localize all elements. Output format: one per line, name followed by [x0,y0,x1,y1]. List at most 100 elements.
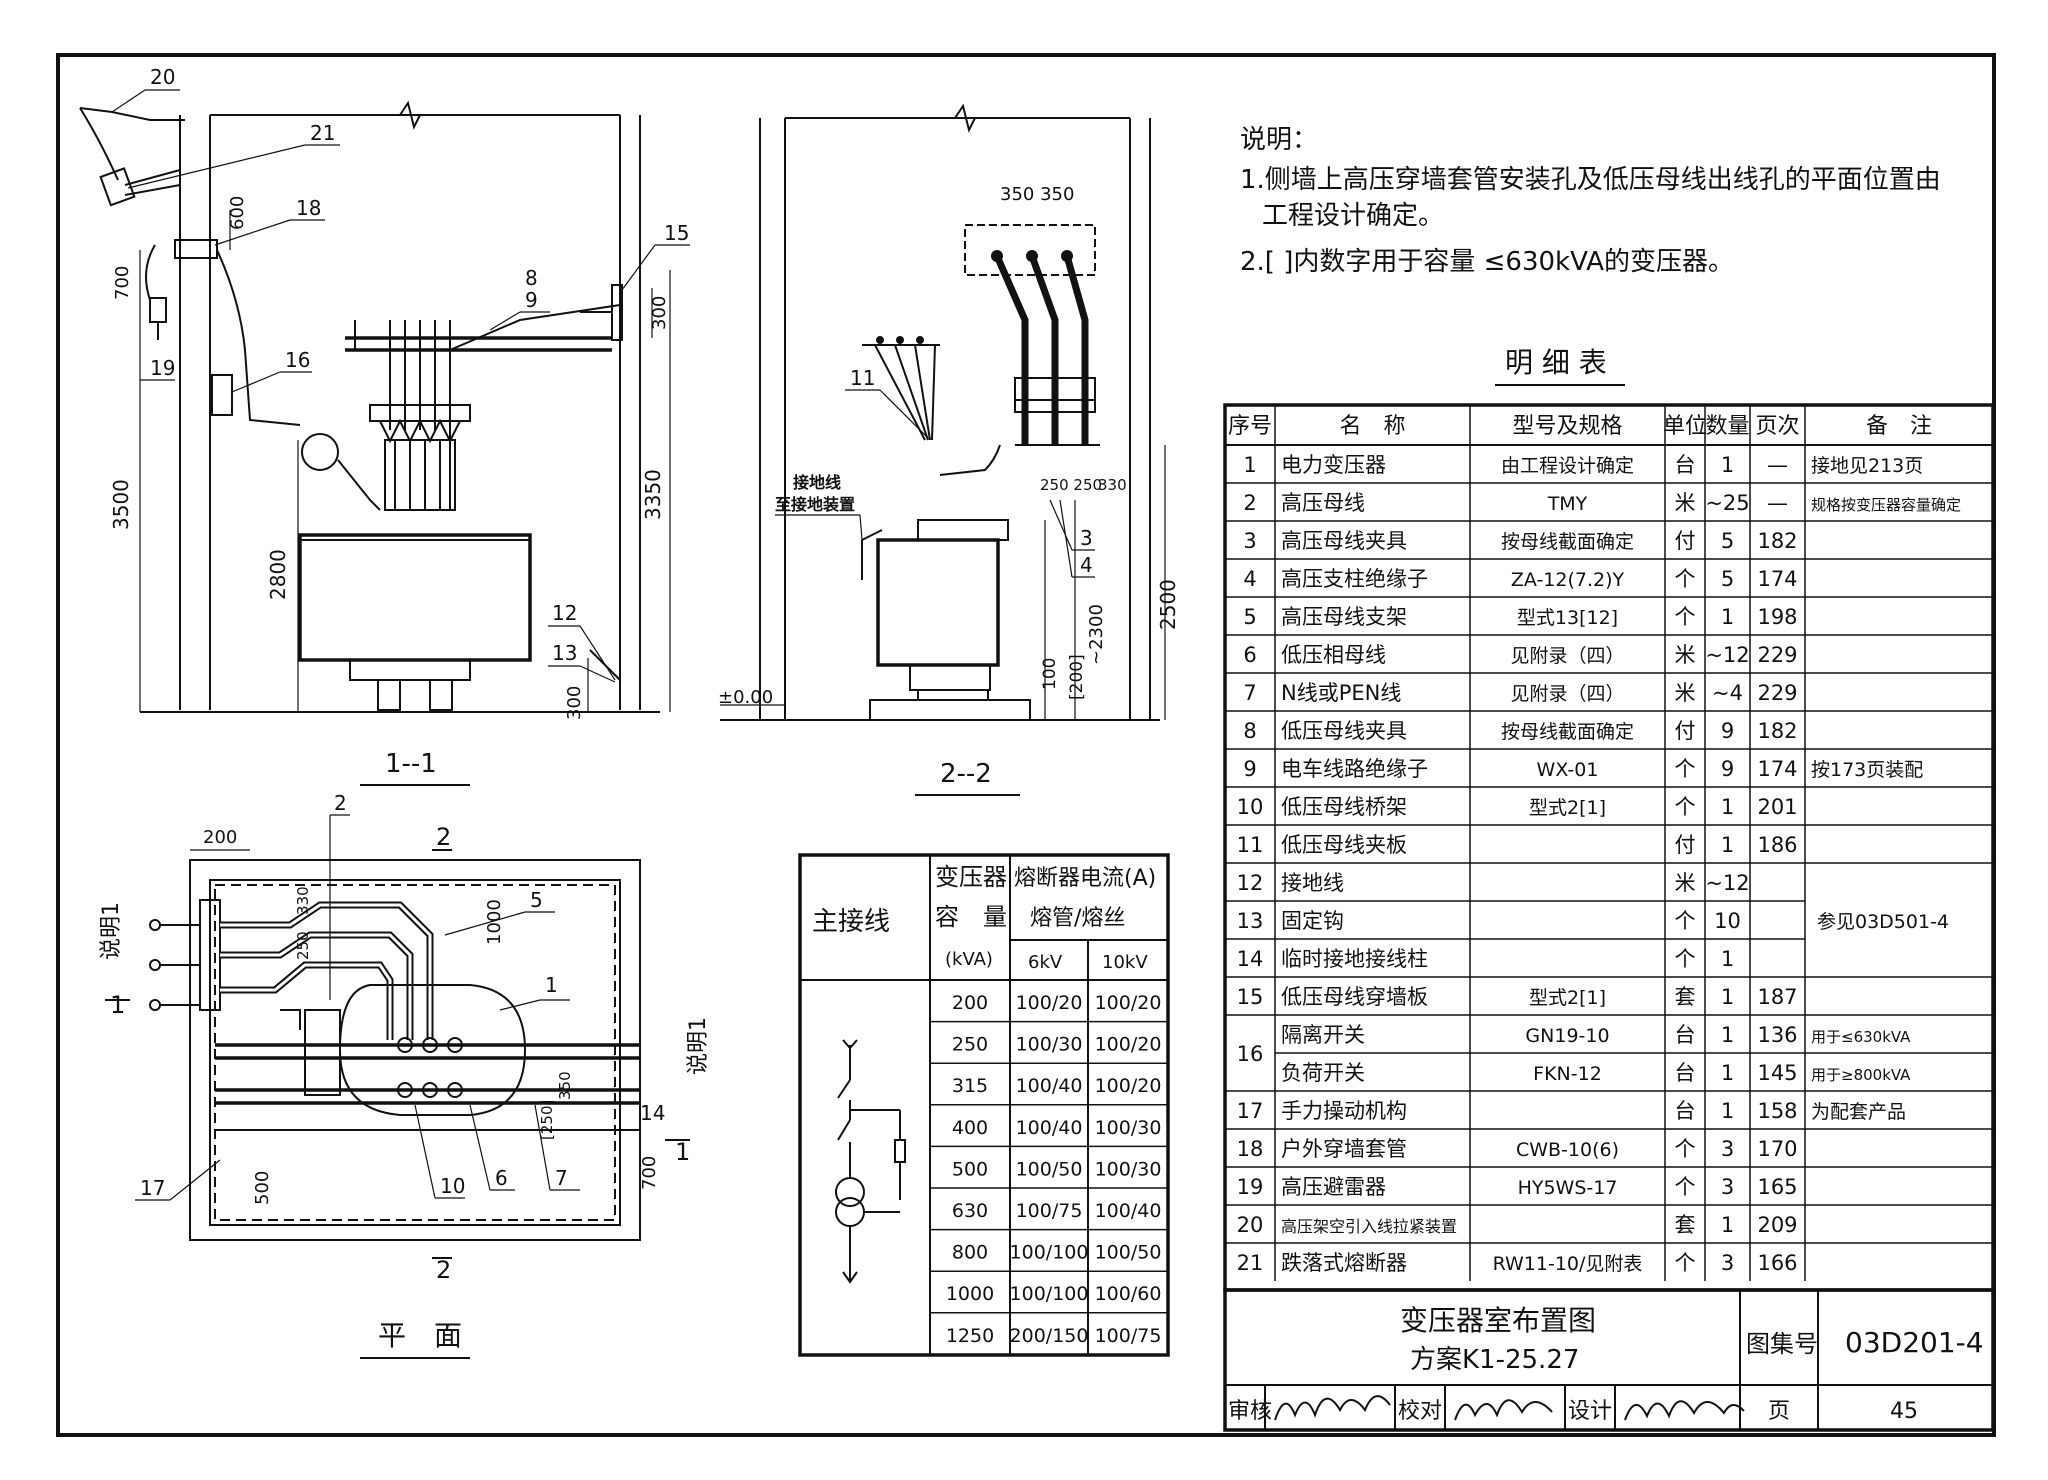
bom-cell-no: 9 [1243,757,1256,781]
bom-cell-unit: 个 [1675,1137,1696,1161]
callout-13: 13 [552,641,577,665]
bom-cell-qty: 5 [1721,529,1734,553]
bom-cell-unit: 付 [1675,719,1696,743]
fuse-tube-label: 熔管/熔丝 [1030,906,1125,931]
check-signature [1454,1399,1553,1421]
bom-cell-page: 182 [1757,529,1797,553]
callout-9: 9 [525,288,538,312]
bom-cell-name: 低压母线夹板 [1281,833,1407,857]
fuse-cell-v10: 100/20 [1095,992,1162,1014]
review-signature [1274,1395,1391,1421]
fuse-cell-v10: 100/40 [1095,1200,1162,1222]
bom-cell-page: 166 [1757,1251,1797,1275]
bom-cell-unit: 个 [1675,567,1696,591]
bom-cell-no: 5 [1243,605,1256,629]
bom-cell-model: FKN-12 [1533,1063,1602,1085]
bom-cell-qty: 1 [1721,795,1734,819]
bom-cell-name: 高压架空引入线拉紧装置 [1281,1217,1457,1236]
dim-700: 700 [112,266,133,300]
bom-cell-page: 170 [1757,1137,1797,1161]
bom-cell-qty: ~4 [1712,681,1743,705]
bom-cell-no: 20 [1237,1213,1264,1237]
bom-cell-model: 见附录（四） [1510,645,1624,667]
bom-cell-no: 3 [1243,529,1256,553]
bom-cell-qty: 1 [1721,985,1734,1009]
bom-cell-no: 1 [1243,453,1256,477]
title-main: 变压器室布置图 [1400,1304,1596,1337]
callout-3: 3 [1080,526,1093,550]
dim-3350: 3350 [641,469,665,520]
fuse-cell-v6: 200/150 [1010,1325,1089,1347]
bom-header-cell: 单位 [1663,414,1707,439]
fuse-cell-v10: 100/50 [1095,1242,1162,1264]
ground-label-2: 至接地装置 [775,495,855,514]
bom-cell-unit: 个 [1675,1251,1696,1275]
bom-cell-model: 按母线截面确定 [1501,721,1634,743]
callout-19: 19 [150,356,175,380]
bom-cell-unit: 米 [1675,643,1696,667]
bom-cell-name: N线或PEN线 [1281,681,1401,705]
bom-cell-page: 229 [1757,643,1797,667]
bom-cell-no: 14 [1237,947,1264,971]
plan-dim-1000: 1000 [484,899,505,945]
fuse-cell-v10: 100/20 [1095,1075,1162,1097]
plan-callout-1: 1 [545,973,558,997]
fuse-cell-v6: 100/20 [1016,992,1083,1014]
bom-cell-model: 由工程设计确定 [1501,455,1634,477]
bom-cell-model: 见附录（四） [1510,683,1624,705]
bom-cell-page: 209 [1757,1213,1797,1237]
bom-cell-page: 136 [1757,1023,1797,1047]
callout-11: 11 [850,366,875,390]
plan-section-mark-bottom: 2 [436,1256,451,1284]
bom-cell-name: 手力操动机构 [1281,1099,1407,1123]
page-number: 45 [1890,1399,1918,1424]
callout-20: 20 [150,65,175,89]
fuse-cell-kva: 400 [952,1117,988,1139]
bom-cell-remark: 用于≥800kVA [1811,1066,1911,1084]
bom-cell-model: 按母线截面确定 [1501,531,1634,553]
plan-dim-350: 350 [556,1071,574,1100]
fuse-cell-kva: 200 [952,992,988,1014]
bom-cell-name: 高压母线支架 [1281,605,1407,629]
dim-300b: 300 [564,686,585,720]
bom-cell-no: 11 [1237,833,1264,857]
bom-cell-page: 182 [1757,719,1797,743]
dim-300a: 300 [649,296,670,330]
notes-line-1: 1.侧墙上高压穿墙套管安装孔及低压母线出线孔的平面位置由 [1240,165,1941,195]
dim-100: 100 [1040,658,1060,690]
design-label: 设计 [1568,1399,1612,1424]
fuse-cell-kva: 1000 [946,1283,994,1305]
dim-2300: ~2300 [1086,604,1107,665]
fuse-table: 主接线 变压器 容 量 (kVA) 熔断器电流(A) 熔管/熔丝 6kV 10k… [798,853,1170,1357]
plan-dim-250b: [250] [538,1100,556,1140]
bom-cell-page: 174 [1757,757,1797,781]
notes-heading: 说明： [1240,125,1318,155]
bom-cell-qty: 1 [1721,1099,1734,1123]
bom-cell-unit: 付 [1675,529,1696,553]
bom-cell-name: 接地线 [1281,871,1344,895]
bom-cell-name: 跌落式熔断器 [1281,1251,1407,1275]
bom-cell-name: 低压母线夹具 [1281,719,1407,743]
fuse-cell-v10: 100/60 [1095,1283,1162,1305]
bom-cell-page: 158 [1757,1099,1797,1123]
bom-cell-remark: 接地见213页 [1811,455,1923,477]
bom-cell-unit: 个 [1675,795,1696,819]
bom-cell-qty: ~25 [1705,491,1749,515]
fuse-cell-kva: 500 [952,1158,988,1180]
ground-label-1: 接地线 [793,473,841,492]
bom-cell-qty: 1 [1721,453,1734,477]
plan-note-right: 说明1 [686,1017,711,1075]
plan-view: 2 2 1 1 说明1 说明1 200 1000 500 700 250 330… [99,791,711,1359]
fuse-capacity-label-1: 变压器 [935,863,1007,891]
fuse-cell-v6: 100/40 [1016,1117,1083,1139]
bom-cell-model: HY5WS-17 [1518,1177,1618,1199]
bom-cell-unit: 米 [1675,491,1696,515]
section-2-2: 350 350 250 250 330 ~2300 2500 100 [200]… [718,103,1180,796]
fuse-col-10kv: 10kV [1102,952,1148,973]
bom-cell-no: 19 [1237,1175,1264,1199]
bom-cell-page: — [1767,491,1788,515]
bom-cell-unit: 台 [1675,1099,1696,1123]
plan-section-mark-top: 2 [436,823,451,851]
